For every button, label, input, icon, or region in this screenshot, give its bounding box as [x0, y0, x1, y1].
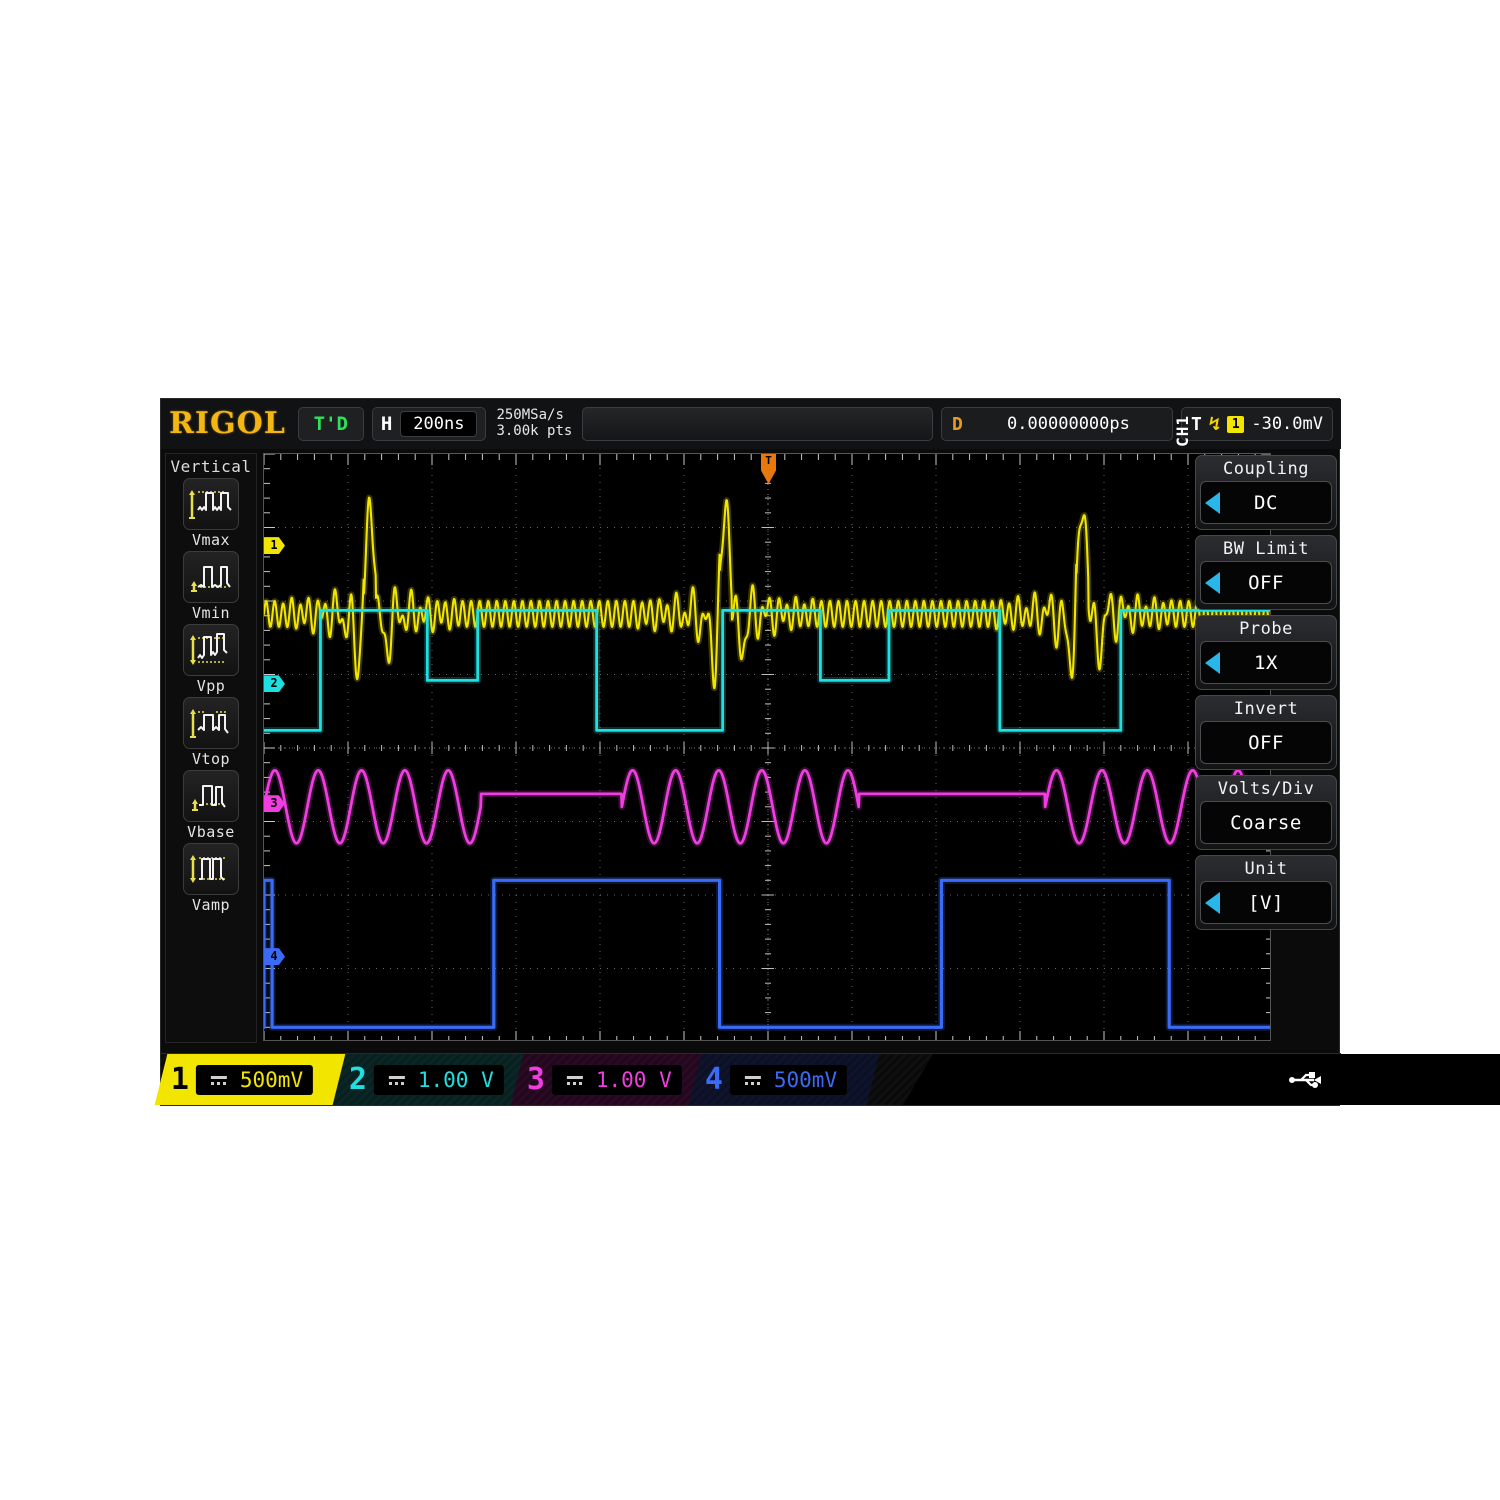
usb-icon	[1289, 1071, 1321, 1088]
softkey-value[interactable]: OFF	[1200, 561, 1332, 604]
status-bar: RIGOL T'D H 200ns 250MSa/s 3.00k pts D 0…	[161, 399, 1341, 449]
channel-3-ground-marker[interactable]: 3	[264, 795, 285, 813]
softkey-value[interactable]: DC	[1200, 481, 1332, 524]
vtop-icon	[183, 697, 239, 749]
softkey-value-text: OFF	[1248, 571, 1284, 594]
softkey-value-text: Coarse	[1230, 811, 1302, 834]
chevron-left-icon	[1205, 491, 1220, 514]
chevron-left-icon	[1205, 651, 1220, 674]
measure-label-vmin: Vmin	[191, 604, 231, 622]
softkey-value-text: 1X	[1254, 651, 1278, 674]
delay-value: 0.00000000ps	[1007, 414, 1130, 434]
waveform-graticule[interactable]: 1 2 3 4 T	[263, 453, 1271, 1041]
channel-2-readout: 1.00 V	[374, 1064, 504, 1095]
channel-4-ground-marker[interactable]: 4	[264, 948, 285, 966]
vmax-icon	[183, 478, 239, 530]
channel-1-number: 1	[171, 1061, 190, 1097]
channel-3-status[interactable]: 3 1.00 V	[510, 1054, 702, 1105]
trigger-position-marker[interactable]: T	[761, 454, 776, 484]
trigger-label: T	[1191, 413, 1202, 435]
measure-item-vpp[interactable]: Vpp	[183, 624, 239, 695]
measure-label-vtop: Vtop	[191, 750, 231, 768]
softkey-value[interactable]: 1X	[1200, 641, 1332, 684]
vertical-measure-menu: Vertical Vmax	[165, 453, 257, 1043]
softkey-probe[interactable]: Probe 1X	[1195, 615, 1337, 690]
channel-4-number: 4	[705, 1061, 724, 1097]
vpp-icon	[183, 624, 239, 676]
channel-status-bar: 1 500mV 2 1.00 V 3 1	[154, 1053, 1341, 1105]
measure-item-vtop[interactable]: Vtop	[183, 697, 239, 768]
softkey-title: Invert	[1233, 699, 1299, 719]
softkey-value-text: DC	[1254, 491, 1278, 514]
channel-1-readout: 500mV	[196, 1064, 314, 1095]
dc-coupling-icon	[562, 1067, 589, 1092]
chevron-left-icon	[1205, 571, 1220, 594]
softkey-value[interactable]: OFF	[1200, 721, 1332, 764]
acquisition-info: 250MSa/s 3.00k pts	[494, 408, 574, 439]
measure-label-vamp: Vamp	[191, 896, 231, 914]
softkey-value[interactable]: [V]	[1200, 881, 1332, 924]
channel-2-number: 2	[349, 1061, 368, 1097]
trigger-source-badge: 1	[1227, 415, 1245, 433]
chevron-left-icon	[1205, 891, 1220, 914]
waveform-traces	[264, 494, 1270, 1031]
timebase-value: 200ns	[400, 411, 478, 437]
vamp-icon	[183, 843, 239, 895]
channel-2-status[interactable]: 2 1.00 V	[332, 1054, 524, 1105]
softkey-title: BW Limit	[1223, 539, 1309, 559]
dc-coupling-icon	[206, 1067, 233, 1092]
softkey-value-text: [V]	[1248, 891, 1284, 914]
softkey-title: Unit	[1244, 859, 1288, 879]
run-status-indicator[interactable]: T'D	[297, 407, 364, 441]
vbase-icon	[183, 770, 239, 822]
channel-3-volts-div: 1.00 V	[596, 1067, 672, 1092]
oscilloscope-screen: RIGOL T'D H 200ns 250MSa/s 3.00k pts D 0…	[154, 398, 1341, 1106]
softkey-value-text: OFF	[1248, 731, 1284, 754]
channel-1-ground-marker[interactable]: 1	[264, 537, 285, 555]
softkey-title: Probe	[1239, 619, 1293, 639]
trigger-level-value: -30.0mV	[1251, 414, 1323, 434]
horizontal-timebase[interactable]: H 200ns	[371, 407, 487, 441]
softkey-title: Volts/Div	[1217, 779, 1315, 799]
rigol-logo: RIGOL	[169, 406, 286, 441]
measure-label-vbase: Vbase	[187, 823, 235, 841]
channel-1-volts-div: 500mV	[240, 1067, 304, 1092]
right-menu-channel-label: CH1	[1173, 415, 1192, 447]
measure-item-vbase[interactable]: Vbase	[183, 770, 239, 841]
memory-position-bar[interactable]	[582, 407, 934, 441]
channel-4-volts-div: 500mV	[774, 1067, 838, 1092]
measure-item-vmin[interactable]: Vmin	[183, 551, 239, 622]
horizontal-label: H	[380, 413, 393, 435]
softkey-title: Coupling	[1223, 459, 1309, 479]
channel-4-readout: 500mV	[730, 1064, 848, 1095]
vmin-icon	[183, 551, 239, 603]
dc-coupling-icon	[384, 1067, 411, 1092]
usb-status-zone	[873, 1054, 1341, 1105]
channel-1-status[interactable]: 1 500mV	[154, 1054, 346, 1105]
softkey-value[interactable]: Coarse	[1200, 801, 1332, 844]
delay-readout[interactable]: D 0.00000000ps	[941, 407, 1174, 441]
softkey-unit[interactable]: Unit [V]	[1195, 855, 1337, 930]
measure-label-vpp: Vpp	[196, 677, 226, 695]
channel-2-volts-div: 1.00 V	[418, 1067, 494, 1092]
channel-4-status[interactable]: 4 500mV	[688, 1054, 880, 1105]
channel-3-number: 3	[527, 1061, 546, 1097]
channel-2-ground-marker[interactable]: 2	[264, 675, 285, 693]
measure-label-vmax: Vmax	[191, 531, 231, 549]
measure-item-vamp[interactable]: Vamp	[183, 843, 239, 914]
memory-depth: 3.00k pts	[496, 423, 573, 439]
measure-item-vmax[interactable]: Vmax	[183, 478, 239, 549]
trigger-readout[interactable]: T ↯ 1 -30.0mV	[1181, 407, 1333, 441]
channel-3-readout: 1.00 V	[552, 1064, 682, 1095]
delay-label: D	[952, 413, 963, 435]
sample-rate: 250MSa/s	[496, 407, 564, 424]
vertical-menu-title: Vertical	[170, 457, 252, 476]
dc-coupling-icon	[740, 1067, 767, 1092]
rising-edge-icon: ↯	[1208, 413, 1221, 435]
